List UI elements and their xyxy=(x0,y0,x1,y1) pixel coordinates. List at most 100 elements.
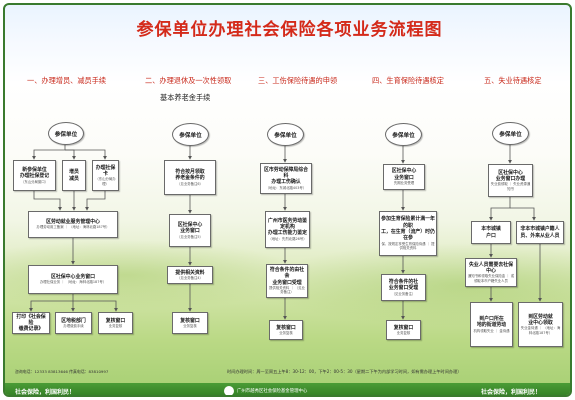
node-note: （见业务备注6） xyxy=(177,181,203,186)
node-title-line2: 业中心领取 xyxy=(528,319,553,326)
start-node-col2: 参保单位 xyxy=(172,123,209,146)
column-heading-1: 一、办理增员、减员手续 xyxy=(27,76,107,85)
start-node-col4: 参保单位 xyxy=(385,123,422,146)
node-note: （东山分局办理） xyxy=(95,177,116,186)
node-note: （见业务备注5） xyxy=(177,234,203,239)
column-heading-2: 二、办理退休及一次性领取 xyxy=(145,76,232,85)
node-title: 符合条件的由社会 xyxy=(269,266,305,280)
node-title: 本市城镇 xyxy=(481,226,501,233)
node-title: 提供相关资料 xyxy=(175,269,205,276)
node-note: 业务复核 xyxy=(183,323,197,328)
slogan-left: 社会保险，利国利民！ xyxy=(15,389,76,396)
node-title-line2: 办理社保登记 xyxy=(19,173,50,180)
process-box: 区市劳动保障局综合科 办理工伤确认 （地址：东城北路403号） xyxy=(260,163,312,194)
start-node-col3: 参保单位 xyxy=(267,123,304,146)
node-title-line2: 业务窗口 xyxy=(394,174,414,181)
node-title: 区劳动就业服务管理中心 xyxy=(46,219,100,226)
node-title-line2: 户口 xyxy=(486,232,496,239)
process-box: 符合条件的社 业务窗口受理 （见业务备注） xyxy=(381,274,426,301)
node-title: 打印《社会保险 xyxy=(16,313,46,326)
node-note: （见业务备注） xyxy=(391,291,416,296)
process-box: 区社保中心 业务窗口 先期业务受理 xyxy=(383,164,425,190)
process-box: 到区劳动就 业中心领取 失业金待遇 ｜ （地址：海林北路187号） xyxy=(518,302,563,347)
node-title: 复核窗口 xyxy=(276,324,296,331)
process-box: 本市城镇 户口 xyxy=(471,221,511,244)
page-title: 参保单位办理社会保险各项业务流程图 xyxy=(136,20,443,40)
node-title: 非本市城镇户籍人 xyxy=(520,226,560,233)
contact-phone-text: 咨询电话：12333 83813646 传真电话：83810997 xyxy=(15,369,109,374)
node-note: 业务复核 xyxy=(108,323,123,328)
process-box: 新参保单位 办理社保登记 （东山分局窗口） xyxy=(13,160,56,191)
node-title: 符合按月领取 xyxy=(175,168,205,175)
process-box: 复核窗口 业务复核 xyxy=(269,320,303,340)
node-note: 业务复核 xyxy=(279,330,293,335)
node-title-line2: 业务窗口受理 xyxy=(388,285,419,292)
slogan-right: 社会保险，利国利民！ xyxy=(481,389,542,396)
node-note: （东山分局窗口） xyxy=(20,179,49,184)
node-title: 失业人员需要去社保中心 xyxy=(468,261,514,274)
node-note: 办理社保业务 ｜ （地址：海林北路187号） xyxy=(39,280,107,285)
node-title: 符合条件的社 xyxy=(388,278,419,285)
node-title-line2: 业务窗口 xyxy=(180,228,200,235)
start-node-col5: 参保单位 xyxy=(492,122,529,145)
process-box: 区社保中心 业务窗口办理 失业费领取 ｜ 失业资源通知书 xyxy=(488,164,533,197)
process-box: 参加生育保险累计满一年的职 工，在生育（流产）时仍在参 保，按规定享受生育保险待… xyxy=(379,211,437,256)
bottom-banner: 社会保险，利国利民！ 广州市越秀区社会保险基金管理中心 社会保险，利国利民！ xyxy=(5,383,570,396)
node-title-line2: 业务窗口办理 xyxy=(495,175,526,182)
node-title: 参加生育保险累计满一年的职 xyxy=(381,216,435,229)
process-box: 符合按月领取 养老金条件的 （见业务备注6） xyxy=(164,160,216,195)
flow-arrows xyxy=(29,145,542,320)
node-title: 区社保中心 xyxy=(391,168,417,175)
node-title-line2: 员、外来从业人员 xyxy=(520,232,560,239)
node-note: 通知书和领取失业保险金 ｜ 或领取本市户籍失业人员 xyxy=(467,274,515,283)
node-title: 区市劳动保障局综合科 xyxy=(263,166,309,180)
node-title: 区社保中心 xyxy=(498,169,523,176)
process-box: 复核窗口 业务复核 xyxy=(386,320,421,340)
process-box: 复核窗口 业务复核 xyxy=(98,312,133,334)
process-box: 增员 减员 xyxy=(62,160,86,191)
node-title-line2: 办理工伤确认 xyxy=(271,179,301,186)
node-title: 广州市医务劳动鉴定机构 xyxy=(267,217,308,231)
node-title: 到户口所在 xyxy=(479,315,504,322)
node-title: 办理社保卡 xyxy=(95,164,116,177)
node-note: 先期业务受理 xyxy=(393,181,415,185)
process-box: 区社保中心业务窗口 办理社保业务 ｜ （地址：海林北路187号） xyxy=(28,265,118,294)
node-title: 到区劳动就 xyxy=(528,313,553,320)
process-box: 复核窗口 业务复核 xyxy=(172,312,208,334)
process-box: 失业人员需要去社保中心 通知书和领取失业保险金 ｜ 或领取本市户籍失业人员 xyxy=(465,258,517,287)
process-box: 区社保中心 业务窗口 （见业务备注5） xyxy=(169,214,211,247)
node-note: 保，按规定享受生育保险待遇 ｜ 提供相关资料 xyxy=(381,241,435,251)
node-title: 区地税部门 xyxy=(61,317,86,324)
node-title-line2: 减员 xyxy=(69,175,79,182)
process-box: 到户口所在 地的街道劳动 机构领取失业 ｜ 金待遇 xyxy=(470,302,513,347)
node-note: 办理劳动用工备案 ｜ （地址：海林北路187号） xyxy=(36,225,110,230)
node-note: （地址：先烈北路26号） xyxy=(268,236,307,241)
process-box: 打印《社会保险 缴费记录》 xyxy=(12,312,50,334)
node-note: 办理缴费手续 xyxy=(63,323,84,328)
column-subheading-2: 基本养老金手续 xyxy=(160,93,211,102)
node-title-line2: 工，在生育（流产）时仍在参 xyxy=(381,228,435,242)
node-title: 增员 xyxy=(69,169,79,176)
process-box: 区地税部门 办理缴费手续 xyxy=(55,312,92,334)
process-box: 办理社保卡 （东山分局办理） xyxy=(92,160,119,191)
start-node-col1: 参保单位 xyxy=(48,122,84,145)
social-insurance-logo-icon xyxy=(224,386,234,395)
node-title: 区社保中心业务窗口 xyxy=(50,274,96,281)
node-note: 失业金待遇 ｜ （地址：海林北路187号） xyxy=(520,326,561,335)
node-title-line2: 地的街道劳动 xyxy=(476,322,507,329)
organization-name: 广州市越秀区社会保险基金管理中心 xyxy=(237,389,308,394)
node-note: （地址：东城北路403号） xyxy=(265,185,307,190)
node-note: 机构领取失业 ｜ 金待遇 xyxy=(473,328,510,333)
process-box: 广州市医务劳动鉴定机构 办理工伤能力鉴定 （地址：先烈北路26号） xyxy=(265,211,310,248)
column-heading-5: 五、失业待遇核定 xyxy=(484,76,542,85)
node-title: 新参保单位 xyxy=(22,166,47,173)
node-note: 失业费领取 ｜ 失业资源通知书 xyxy=(490,182,531,191)
node-title: 复核窗口 xyxy=(105,317,126,324)
node-note: （见业务备注4） xyxy=(177,275,203,280)
node-title-line2: 办理工伤能力鉴定 xyxy=(267,230,308,237)
node-title: 复核窗口 xyxy=(180,317,200,324)
column-heading-3: 三、工伤保险待遇的申领 xyxy=(258,76,338,85)
node-title-line2: 业务窗口受理 xyxy=(272,279,302,286)
node-title-line2: 缴费记录》 xyxy=(18,326,44,333)
node-title: 区社保中心 xyxy=(177,221,203,228)
